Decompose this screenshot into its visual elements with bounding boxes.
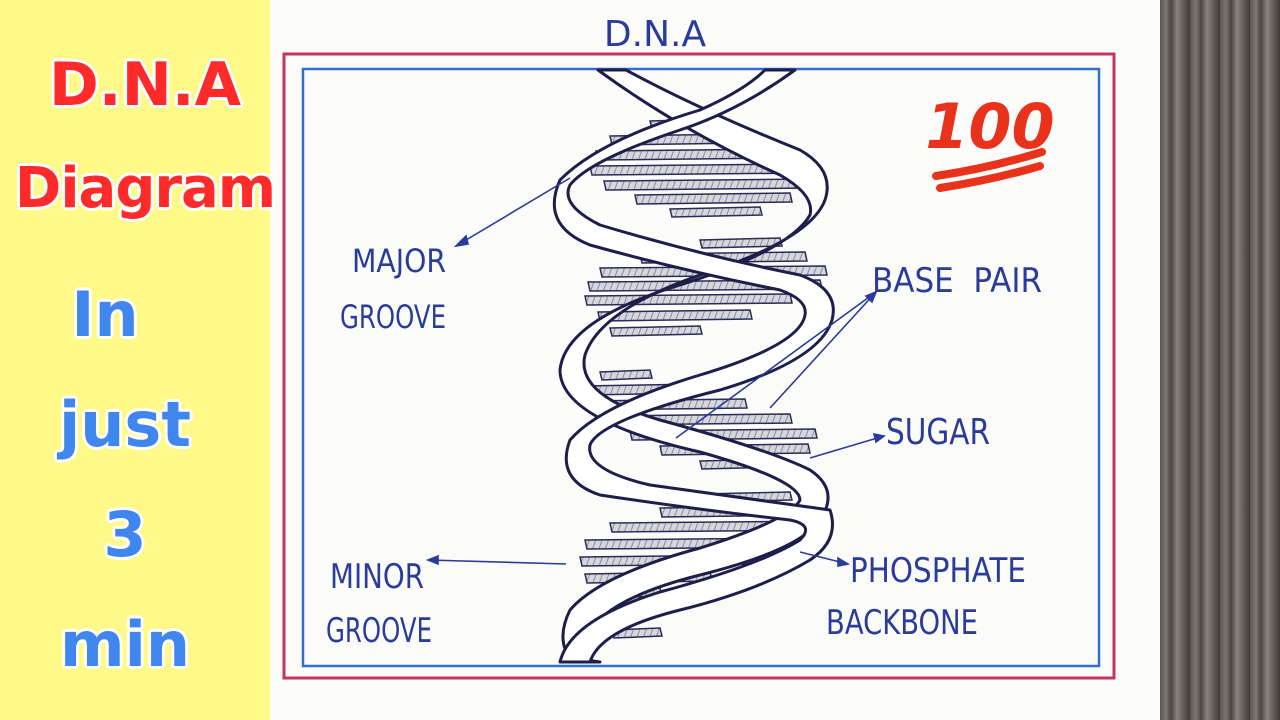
hundred-points-emoji-icon: 100 (925, 90, 1055, 192)
subtitle-min: min (60, 608, 190, 681)
outer-border (282, 52, 1116, 680)
title-line-dna: D.N.A (48, 50, 242, 120)
label-minor-groove-line2: GROOVE (326, 611, 432, 651)
label-major-groove-line1: MAJOR (352, 242, 446, 280)
label-arrows (425, 177, 886, 567)
label-base-pair: BASE PAIR (872, 261, 1042, 301)
label-phosphate-line1: PHOSPHATE (850, 551, 1026, 591)
label-sugar: SUGAR (886, 412, 990, 453)
subtitle-just: just (59, 388, 191, 461)
subtitle-in: In (71, 278, 139, 351)
title-line-diagram: Diagram (14, 156, 276, 221)
wood-background (1160, 0, 1280, 720)
label-major-groove-line2: GROOVE (340, 298, 446, 336)
helix-backbone (552, 68, 835, 664)
inner-border (301, 67, 1101, 668)
sheet-heading: D.N.A (604, 14, 707, 55)
subtitle-number: 3 (103, 498, 147, 571)
label-phosphate-line2: BACKBONE (826, 603, 978, 643)
label-minor-groove-line1: MINOR (330, 557, 424, 597)
title-panel (0, 0, 270, 720)
